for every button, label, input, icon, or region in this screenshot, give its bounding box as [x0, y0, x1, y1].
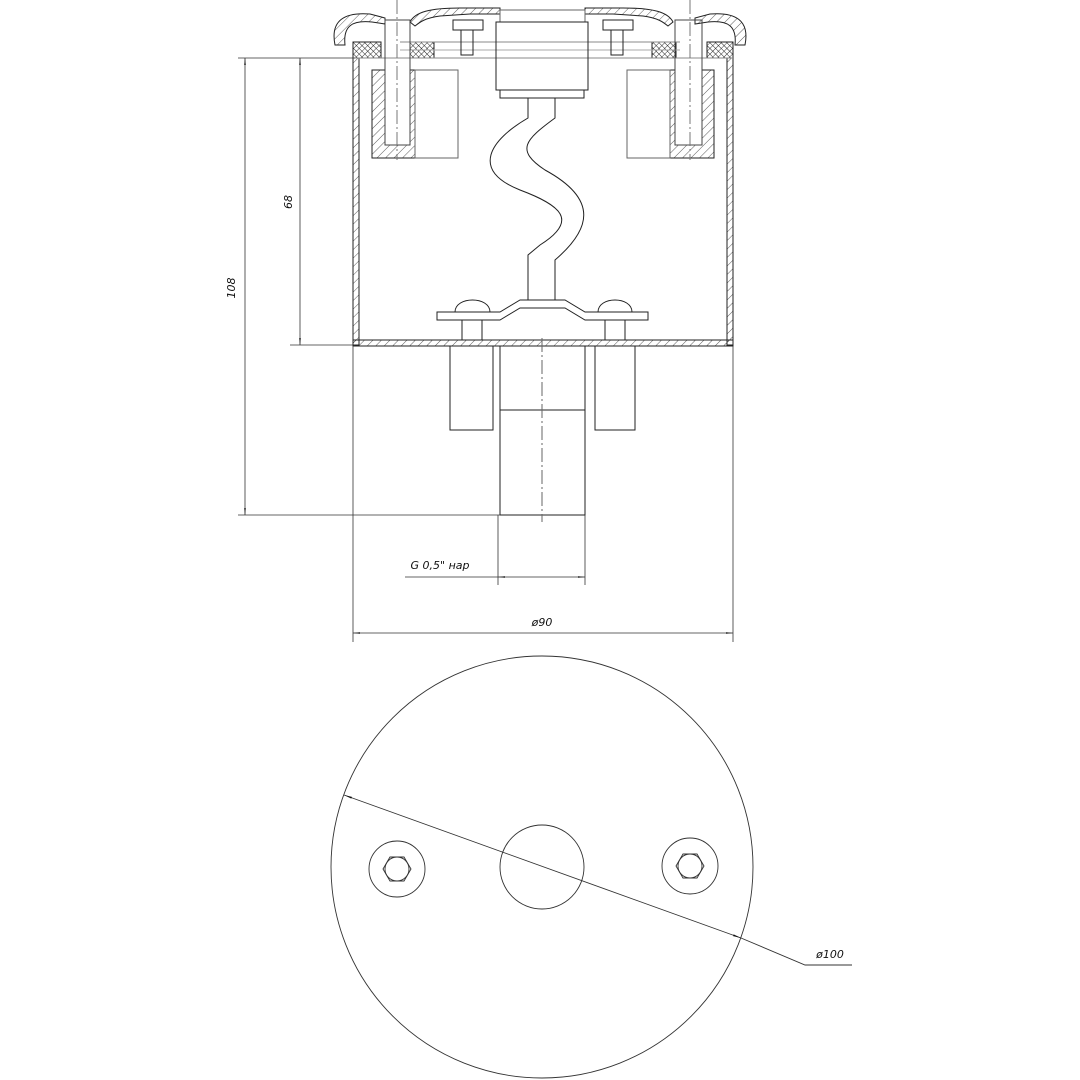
- center-housing: [495, 21, 589, 91]
- cap-top-right: [584, 7, 674, 27]
- thread-label: G 0,5" нар: [411, 559, 470, 572]
- dim-68-label: 68: [282, 195, 295, 209]
- dim-108-label: 108: [225, 278, 238, 299]
- cap-top-left: [409, 7, 501, 27]
- screw-right: [674, 19, 703, 146]
- screw-head-left: [454, 299, 491, 313]
- screw-hole-left: [368, 840, 426, 898]
- body-wall-right: [726, 57, 734, 346]
- top-view: [330, 655, 852, 1079]
- center-housing-base: [499, 89, 585, 99]
- spring-right-edge: [526, 98, 585, 300]
- screw-left: [384, 19, 411, 146]
- hex-socket-icon: [382, 856, 412, 882]
- cap-lip-right: [694, 13, 747, 46]
- dim-line-100: [343, 794, 742, 939]
- nut-right: [602, 19, 634, 31]
- screw-shaft-left: [461, 319, 483, 341]
- hex-socket-icon: [675, 853, 705, 879]
- leg-left: [449, 345, 494, 431]
- cap-outline: [330, 655, 754, 1079]
- screw-head-right: [597, 299, 633, 313]
- dimensions: [238, 57, 734, 642]
- standoff-right: [626, 69, 671, 159]
- spring-left-edge: [489, 98, 563, 300]
- setscrew-right: [610, 29, 624, 56]
- cap-center: [499, 9, 586, 23]
- body-bottom-plate: [352, 339, 734, 347]
- dim-90-label: ø90: [531, 616, 553, 629]
- screw-hole-right: [661, 837, 719, 895]
- nut-left: [452, 19, 484, 31]
- dim-100-label: ø100: [815, 948, 844, 961]
- gasket-left-1: [352, 41, 382, 59]
- screw-shaft-right: [604, 319, 626, 341]
- cap-lip-left: [333, 13, 386, 46]
- center-hole: [499, 824, 585, 910]
- leg-right: [594, 345, 636, 431]
- section-view: [333, 0, 747, 522]
- bracket-plate: [436, 299, 649, 321]
- body-wall-left: [352, 57, 360, 346]
- setscrew-left: [460, 29, 474, 56]
- gasket-right-2: [706, 41, 734, 59]
- standoff-left: [414, 69, 459, 159]
